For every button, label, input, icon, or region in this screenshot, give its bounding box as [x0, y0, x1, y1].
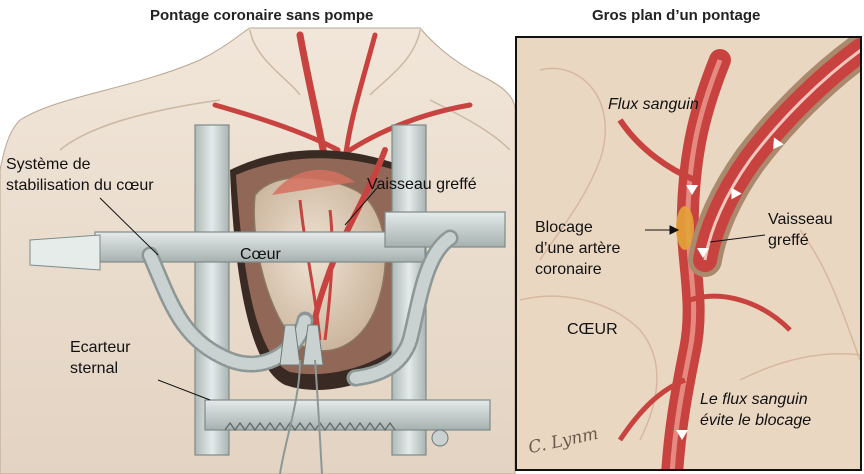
- label-blood-flow: Flux sanguin: [608, 95, 699, 114]
- label-graft-right-line2: greffé: [768, 231, 809, 250]
- label-stabilizer-line2: stabilisation du cœur: [6, 176, 154, 195]
- suction-hose: [30, 235, 100, 270]
- label-heart-right: CŒUR: [567, 320, 618, 339]
- label-blockage-line1: Blocage: [535, 218, 593, 237]
- label-stabilizer-line1: Système de: [6, 155, 90, 174]
- label-retractor-line1: Ecarteur: [70, 338, 130, 357]
- right-panel-title: Gros plan d’un pontage: [592, 7, 760, 24]
- label-bypass-line2: évite le blocage: [700, 411, 811, 430]
- left-panel-title: Pontage coronaire sans pompe: [150, 7, 373, 24]
- label-bypass-line1: Le flux sanguin: [700, 390, 808, 409]
- label-graft-vessel: Vaisseau greffé: [367, 175, 477, 194]
- label-retractor-line2: sternal: [70, 359, 118, 378]
- label-graft-right-line1: Vaisseau: [768, 210, 833, 229]
- label-blockage-line2: d’une artère: [535, 239, 620, 258]
- label-blockage-line3: coronaire: [535, 260, 602, 279]
- label-heart-left: Cœur: [240, 245, 281, 264]
